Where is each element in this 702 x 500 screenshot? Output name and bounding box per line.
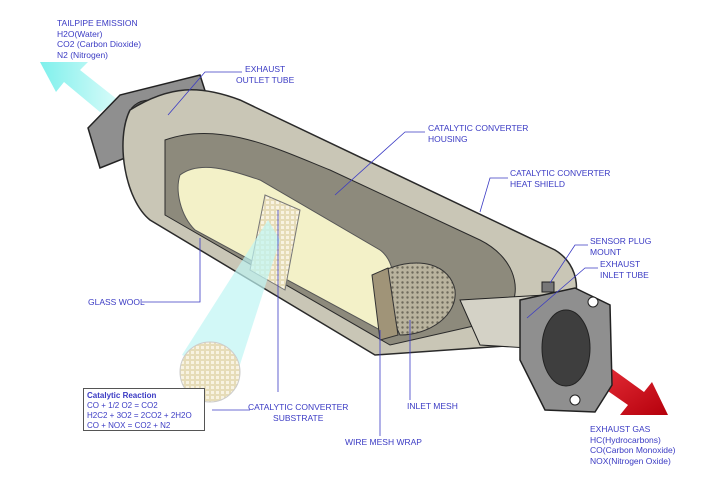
label-line: CO(Carbon Monoxide) xyxy=(590,445,676,455)
label-line: SENSOR PLUG xyxy=(590,236,652,246)
catalytic-reaction-box: Catalytic Reaction CO + 1/2 O2 = CO2 H2C… xyxy=(83,388,205,431)
substrate-zoom-detail xyxy=(179,341,241,403)
reaction-equation: CO + NOX = CO2 + N2 xyxy=(87,421,171,430)
label-line: CATALYTIC CONVERTER xyxy=(248,402,349,412)
label-line: SUBSTRATE xyxy=(273,412,324,423)
outflow-arrow xyxy=(40,62,118,112)
label-line: OUTLET TUBE xyxy=(236,74,295,85)
label-line: CATALYTIC CONVERTER xyxy=(510,168,611,178)
reaction-equation: H2C2 + 3O2 = 2CO2 + 2H2O xyxy=(87,411,192,420)
sensor-plug-mount xyxy=(541,281,555,293)
exhaust-gas-title: EXHAUST GAS xyxy=(590,424,651,434)
wire-mesh-label: WIRE MESH WRAP xyxy=(345,437,422,447)
label-line: MOUNT xyxy=(590,246,622,257)
label-line: HOUSING xyxy=(428,133,468,144)
label-line: EXHAUST xyxy=(245,64,286,74)
tailpipe-line: N2 (Nitrogen) xyxy=(57,49,109,60)
inlet-mesh-label: INLET MESH xyxy=(407,401,458,411)
tailpipe-line: H2O(Water) xyxy=(57,28,103,39)
label-line: CATALYTIC CONVERTER xyxy=(428,123,529,133)
tailpipe-line: CO2 (Carbon Dioxide) xyxy=(57,39,142,49)
reaction-equation: CO + 1/2 O2 = CO2 xyxy=(87,401,158,410)
glass-wool-label: GLASS WOOL xyxy=(88,297,145,307)
label-line: NOX(Nitrogen Oxide) xyxy=(590,455,671,466)
label-line: HC(Hydrocarbons) xyxy=(590,434,661,445)
tailpipe-emission-label: TAILPIPE EMISSION H2O(Water) CO2 (Carbon… xyxy=(57,18,141,60)
tailpipe-title: TAILPIPE EMISSION xyxy=(57,18,138,28)
label-line: INLET TUBE xyxy=(600,269,649,280)
exhaust-gas-label: EXHAUST GAS HC(Hydrocarbons) CO(Carbon M… xyxy=(590,424,676,466)
label-line: HEAT SHIELD xyxy=(510,178,565,189)
reaction-title: Catalytic Reaction xyxy=(87,391,157,400)
label-line: EXHAUST xyxy=(600,259,641,269)
